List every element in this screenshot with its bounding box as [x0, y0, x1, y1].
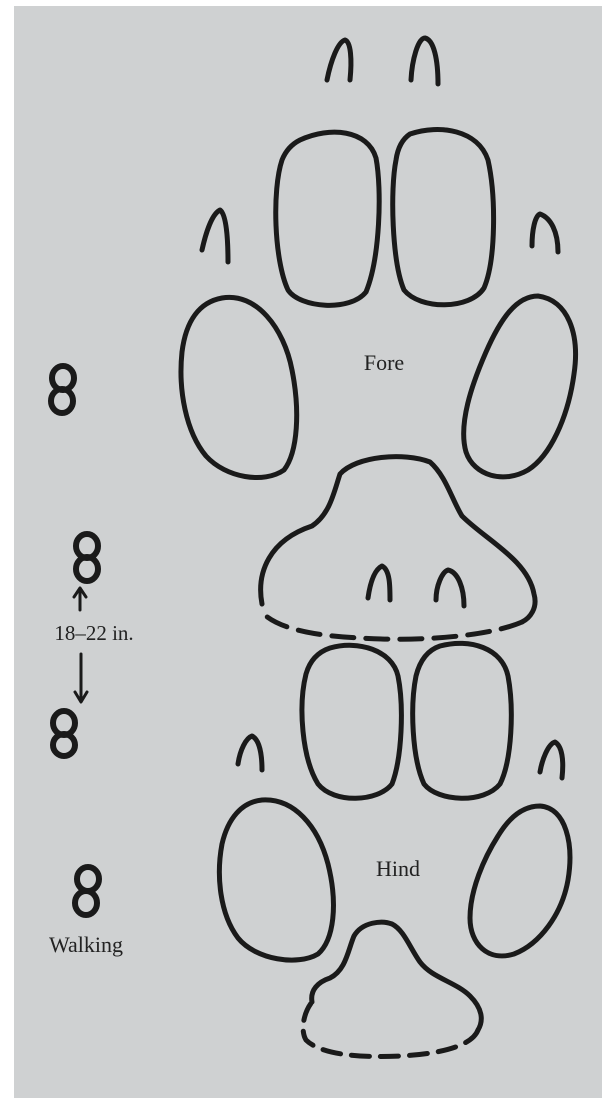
- stride-arrow-up: [74, 588, 86, 610]
- fore-claw-1: [327, 40, 351, 80]
- hind-toe-inner-right: [413, 643, 512, 798]
- hind-toe-inner-left: [302, 645, 401, 798]
- track-mark-4: [75, 867, 99, 915]
- stride-label: 18–22 in.: [54, 621, 133, 645]
- gait-label: Walking: [49, 932, 123, 957]
- hind-claw-3: [238, 736, 262, 770]
- hind-toe-outer-left: [219, 800, 333, 960]
- fore-print: [181, 38, 576, 639]
- fore-toe-outer-left: [181, 297, 297, 477]
- fore-label: Fore: [364, 350, 404, 375]
- fore-heel-pad-dashed: [266, 616, 522, 639]
- fore-claw-3: [202, 210, 228, 262]
- fore-claw-2: [411, 38, 438, 84]
- hind-toe-outer-right: [470, 806, 570, 956]
- hind-claw-2: [436, 570, 464, 606]
- track-mark-3: [53, 711, 75, 756]
- hind-claw-1: [368, 566, 390, 600]
- hind-claw-4: [540, 742, 563, 778]
- fore-toe-inner-right: [393, 130, 494, 305]
- hind-print: [219, 566, 569, 1056]
- hind-heel-pad-dashed: [303, 1002, 478, 1056]
- stride-arrow-down: [75, 654, 87, 702]
- fore-heel-pad: [261, 457, 535, 622]
- fore-claw-4: [532, 214, 558, 252]
- track-mark-1: [51, 366, 74, 413]
- hind-label: Hind: [376, 856, 420, 881]
- hind-heel-pad: [312, 922, 482, 1030]
- track-mark-2: [76, 534, 98, 581]
- fore-toe-inner-left: [276, 132, 379, 305]
- fore-toe-outer-right: [464, 296, 576, 477]
